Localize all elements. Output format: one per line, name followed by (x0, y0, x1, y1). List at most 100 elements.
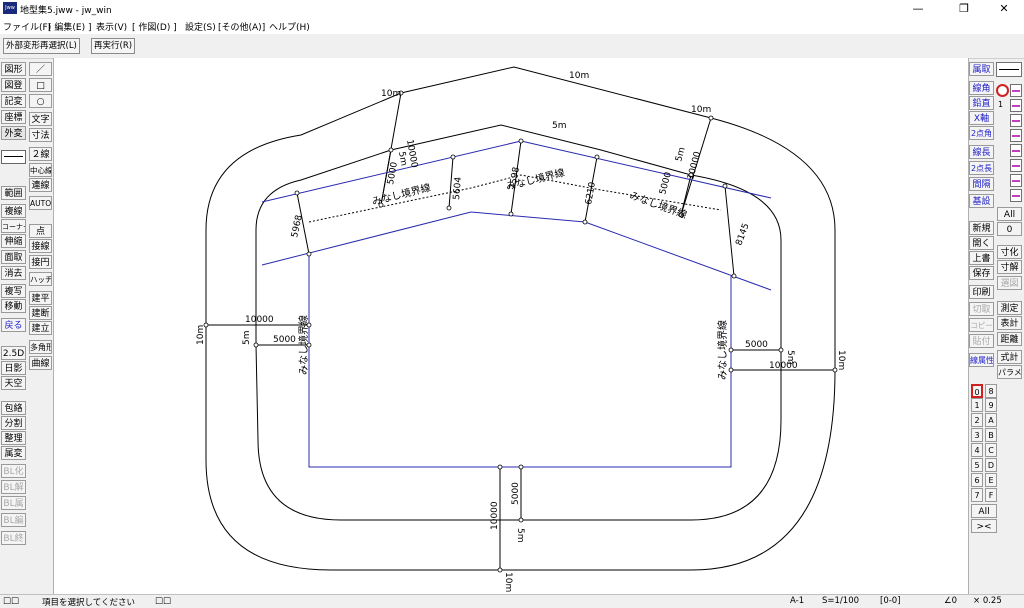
layer-group-3[interactable]: 3 (971, 428, 983, 442)
status-angle[interactable]: ∠0 (944, 596, 958, 606)
tool-dimension[interactable]: 寸法 (29, 128, 52, 142)
close-button[interactable]: ✕ (999, 2, 1009, 15)
tool-zokutori[interactable]: 属取 (969, 62, 994, 76)
minimize-button[interactable]: — (912, 2, 924, 15)
tool-auto[interactable]: AUTO (29, 196, 52, 210)
tool-corner[interactable]: コーナー (1, 219, 26, 233)
tool-bl-kai[interactable]: BL解 (1, 480, 26, 494)
tool-zutou[interactable]: 図登 (1, 78, 26, 92)
line-color-swatch[interactable] (996, 62, 1022, 77)
layer-group-toggle-button[interactable]: >< (971, 519, 997, 533)
tool-idou[interactable]: 移動 (1, 299, 26, 313)
tool-rectangle[interactable]: □ (29, 78, 52, 92)
status-zoom[interactable]: × 0.25 (973, 596, 1002, 606)
tool-curve[interactable]: 曲線 (29, 356, 52, 370)
tool-line-attribute[interactable]: 線属性 (969, 353, 994, 367)
layer-group-a[interactable]: A (985, 413, 997, 427)
pen-color-5[interactable] (1010, 144, 1022, 157)
tool-kihen[interactable]: 記変 (1, 94, 26, 108)
tool-sunka[interactable]: 寸化 (997, 245, 1022, 259)
tool-2ten-kaku[interactable]: 2点角 (969, 126, 994, 140)
tool-center-line[interactable]: 中心線 (29, 163, 52, 177)
tool-enchoku[interactable]: 鉛直 (969, 96, 994, 110)
tool-measure[interactable]: 測定 (997, 301, 1022, 315)
tool-save[interactable]: 保存 (969, 266, 994, 280)
drawing-canvas[interactable]: 10m 10m 10m 5m 10000 5000 5000 10000 5m … (53, 58, 969, 595)
tool-senzu[interactable]: 選図 (997, 276, 1022, 290)
tool-paste[interactable]: 貼付 (969, 334, 994, 348)
tool-zukei[interactable]: 図形 (1, 62, 26, 76)
tool-circle[interactable]: ○ (29, 94, 52, 108)
tool-sunkai[interactable]: 寸解 (997, 260, 1022, 274)
layer-group-all-button[interactable]: All (971, 504, 997, 518)
tool-bl-hen[interactable]: BL編 (1, 513, 26, 527)
status-group[interactable]: [0-0] (880, 596, 901, 606)
tool-shoukyo[interactable]: 消去 (1, 266, 26, 280)
tool-line[interactable]: ／ (29, 62, 52, 76)
menu-edit[interactable]: [ 編集(E) ] (48, 23, 92, 33)
tool-2ten-chou[interactable]: 2点長 (969, 161, 994, 175)
tool-seiri[interactable]: 整理 (1, 431, 26, 445)
tool-print[interactable]: 印刷 (969, 285, 994, 299)
menu-view[interactable]: 表示(V) (96, 23, 128, 33)
tool-polygon[interactable]: 多角形 (29, 340, 52, 354)
layer-group-0[interactable]: 0 (971, 384, 983, 398)
tool-bl-ka[interactable]: BL化 (1, 464, 26, 478)
tool-tangent-circle[interactable]: 接円 (29, 255, 52, 269)
redo-button[interactable]: 再実行(R) (91, 38, 136, 54)
layer-group-e[interactable]: E (985, 473, 997, 487)
layer-group-8[interactable]: 8 (985, 384, 997, 398)
pen-color-2[interactable] (1010, 99, 1022, 112)
tool-bl-zoku[interactable]: BL属 (1, 496, 26, 510)
tool-kendan[interactable]: 建断 (29, 306, 52, 320)
tool-cut[interactable]: 切取 (969, 302, 994, 316)
menu-draw[interactable]: [ 作図(D) ] (132, 23, 177, 33)
tool-senkaku[interactable]: 線角 (969, 81, 994, 95)
tool-parameter[interactable]: パラメ (997, 365, 1022, 379)
layer-group-5[interactable]: 5 (971, 458, 983, 472)
tool-tenku[interactable]: 天空 (1, 376, 26, 390)
pen-color-6[interactable] (1010, 159, 1022, 172)
tool-kisetsu[interactable]: 基設 (969, 194, 994, 208)
layer-group-1[interactable]: 1 (971, 398, 983, 412)
tool-houraku[interactable]: 包絡 (1, 401, 26, 415)
layer-group-9[interactable]: 9 (985, 398, 997, 412)
menu-other[interactable]: [その他(A)] (218, 23, 266, 33)
tool-mentori[interactable]: 面取 (1, 250, 26, 264)
tool-kenhei[interactable]: 建平 (29, 291, 52, 305)
tool-hanni[interactable]: 範囲 (1, 186, 26, 200)
tool-zokuhen[interactable]: 属変 (1, 446, 26, 460)
layer-group-c[interactable]: C (985, 443, 997, 457)
maximize-button[interactable]: ❐ (959, 2, 969, 15)
tool-kankaku[interactable]: 間隔 (969, 177, 994, 191)
tool-overwrite[interactable]: 上書 (969, 251, 994, 265)
tool-spreadsheet[interactable]: 表計 (997, 316, 1022, 330)
tool-tangent[interactable]: 接線 (29, 239, 52, 253)
menu-help[interactable]: ヘルプ(H) (269, 23, 310, 33)
tool-hatch[interactable]: ハッチ (29, 272, 52, 286)
tool-distance[interactable]: 距離 (997, 332, 1022, 346)
tool-shinshuku[interactable]: 伸縮 (1, 234, 26, 248)
tool-connect-line[interactable]: 連線 (29, 178, 52, 192)
menu-file[interactable]: ファイル(F) (3, 23, 52, 33)
drawing-svg[interactable]: 10m 10m 10m 5m 10000 5000 5000 10000 5m … (54, 58, 968, 595)
layer-group-7[interactable]: 7 (971, 488, 983, 502)
tool-fukusha[interactable]: 複写 (1, 284, 26, 298)
tool-point[interactable]: 点 (29, 224, 52, 238)
pen-color-4[interactable] (1010, 129, 1022, 142)
layer-group-f[interactable]: F (985, 488, 997, 502)
tool-fukusen[interactable]: 複線 (1, 204, 26, 218)
tool-x-axis[interactable]: X軸 (969, 111, 994, 125)
tool-zahyo[interactable]: 座標 (1, 110, 26, 124)
status-layer[interactable]: A-1 (790, 596, 805, 606)
pen-color-7[interactable] (1010, 174, 1022, 187)
layer-group-2[interactable]: 2 (971, 413, 983, 427)
layer-all-button[interactable]: All (997, 207, 1022, 221)
tool-open[interactable]: 開く (969, 236, 994, 250)
tool-senchou[interactable]: 線長 (969, 145, 994, 159)
tool-bl-shu[interactable]: BL終 (1, 531, 26, 545)
tool-bunkatsu[interactable]: 分割 (1, 416, 26, 430)
tool-copy[interactable]: コピー (969, 318, 994, 332)
tool-modoru[interactable]: 戻る (1, 318, 26, 332)
layer-group-d[interactable]: D (985, 458, 997, 472)
